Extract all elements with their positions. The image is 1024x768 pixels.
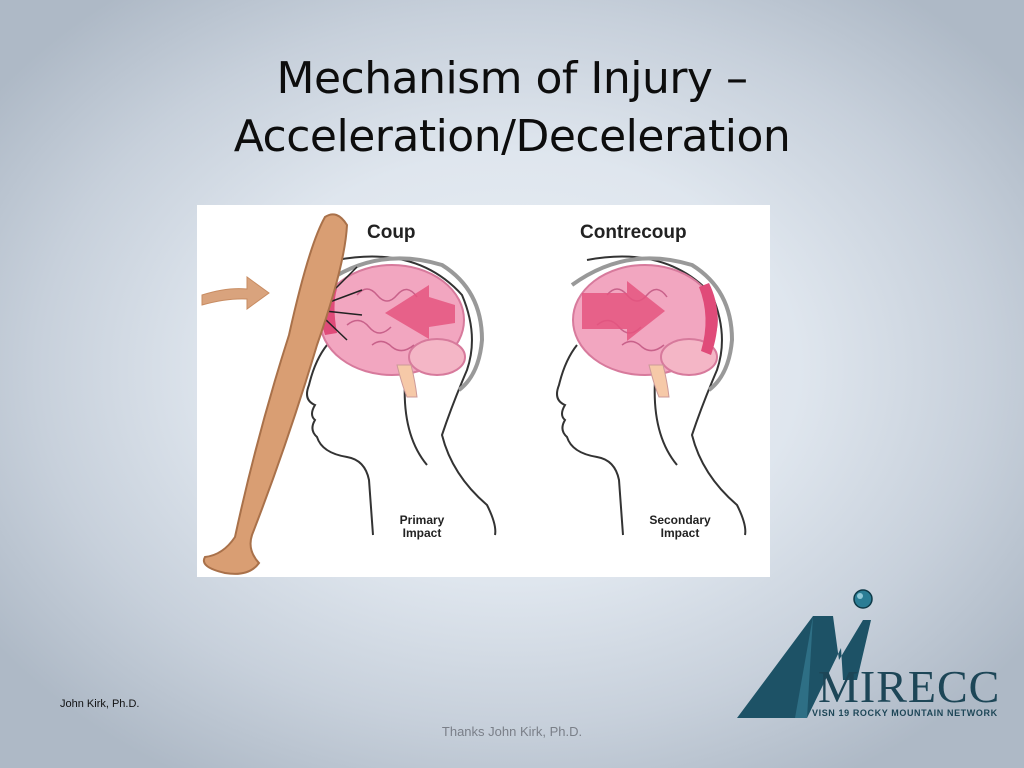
primary-caption-line-1: Primary xyxy=(399,513,445,527)
coup-contrecoup-illustration: Coup Contrecoup Primary Impact Secondary… xyxy=(197,205,770,577)
author-footer: John Kirk, Ph.D. xyxy=(60,698,140,710)
mirecc-logo-icon xyxy=(737,589,873,718)
secondary-caption-line-2: Impact xyxy=(660,526,700,540)
contrecoup-head xyxy=(556,255,747,536)
illustration-drawing xyxy=(201,213,747,575)
title-line-2: Acceleration/Deceleration xyxy=(233,111,791,162)
motion-arrow-icon xyxy=(201,276,270,310)
slide-title: Mechanism of Injury – Acceleration/Decel… xyxy=(160,50,864,166)
logo-tagline: VISN 19 ROCKY MOUNTAIN NETWORK xyxy=(812,708,998,718)
credit-footer: Thanks John Kirk, Ph.D. xyxy=(441,724,583,739)
secondary-caption-line-1: Secondary xyxy=(649,513,711,527)
contrecoup-label: Contrecoup xyxy=(580,222,687,243)
bat-icon xyxy=(203,213,349,575)
logo-wordmark: MIRECC xyxy=(818,661,1001,712)
primary-impact-caption: Primary Impact xyxy=(377,514,467,540)
contrecoup-brain xyxy=(572,264,718,398)
secondary-impact-caption: Secondary Impact xyxy=(635,514,725,540)
primary-caption-line-2: Impact xyxy=(402,526,442,540)
title-line-1: Mechanism of Injury – xyxy=(276,53,748,104)
coup-label: Coup xyxy=(367,222,416,243)
coup-brain xyxy=(319,264,466,398)
